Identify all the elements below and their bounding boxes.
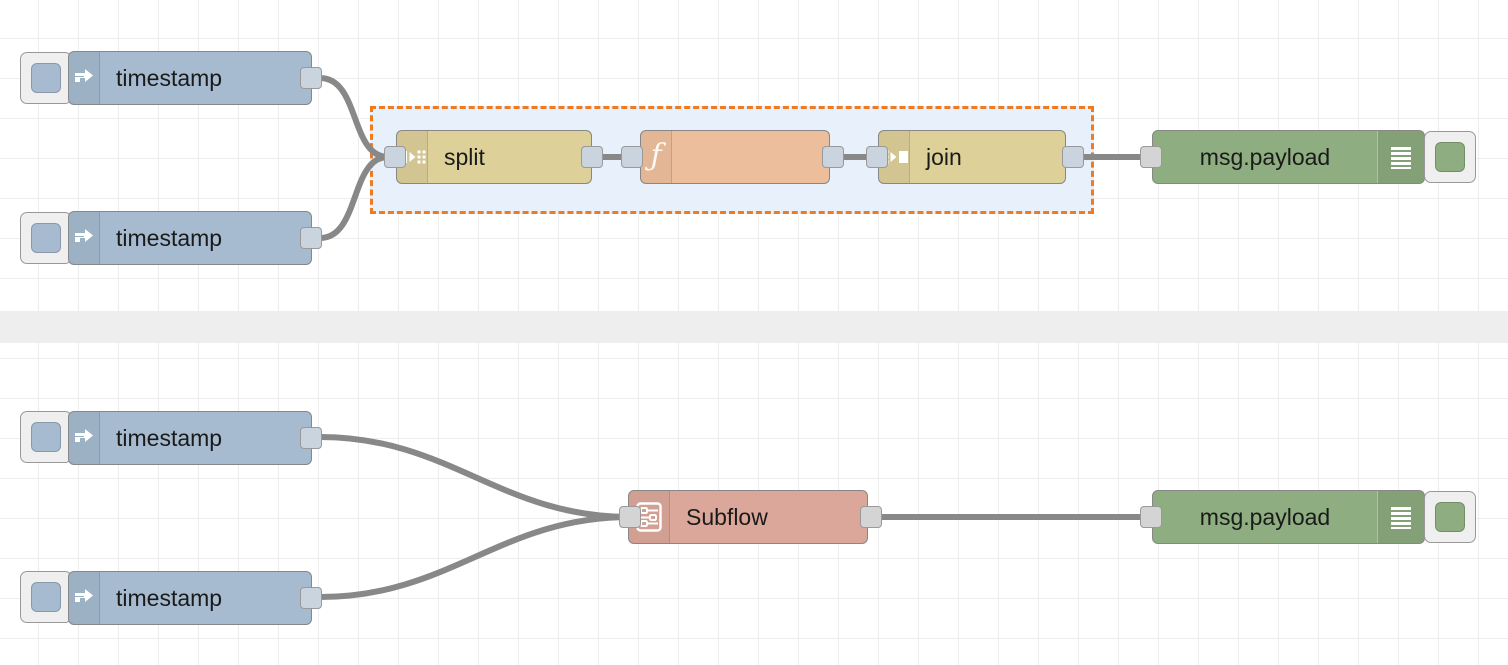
inject-trigger-button-3[interactable]: [20, 411, 72, 463]
node-inject-1[interactable]: timestamp: [68, 51, 312, 105]
port-out-inject-4[interactable]: [300, 587, 322, 609]
node-function[interactable]: ƒ: [640, 130, 830, 184]
node-subflow[interactable]: Subflow: [628, 490, 868, 544]
node-debug-1-label: msg.payload: [1199, 143, 1331, 170]
flow-separator-band: [0, 311, 1508, 343]
inject-arrow-icon: [69, 212, 100, 264]
wire-inject3-to-subflow: [317, 434, 633, 520]
port-out-join[interactable]: [1062, 146, 1084, 168]
node-debug-1[interactable]: msg.payload: [1152, 130, 1425, 184]
node-debug-2-label: msg.payload: [1199, 503, 1331, 530]
node-join[interactable]: join: [878, 130, 1066, 184]
function-f-glyph: ƒ: [650, 138, 662, 173]
inject-arrow-icon: [69, 412, 100, 464]
port-in-join[interactable]: [866, 146, 888, 168]
port-out-inject-3[interactable]: [300, 427, 322, 449]
inject-arrow-icon: [69, 572, 100, 624]
debug-toggle-button-1[interactable]: [1424, 131, 1476, 183]
port-out-inject-2[interactable]: [300, 227, 322, 249]
node-inject-3-label: timestamp: [116, 424, 223, 451]
node-inject-4[interactable]: timestamp: [68, 571, 312, 625]
inject-button-chip-icon: [31, 582, 61, 612]
port-in-debug-2[interactable]: [1140, 506, 1162, 528]
debug-lines-icon: [1377, 131, 1424, 183]
debug-toggle-button-2[interactable]: [1424, 491, 1476, 543]
port-out-function[interactable]: [822, 146, 844, 168]
debug-toggle-chip-icon: [1435, 142, 1465, 172]
port-in-debug-1[interactable]: [1140, 146, 1162, 168]
node-inject-1-label: timestamp: [116, 64, 223, 91]
wire-inject4-to-subflow: [317, 514, 633, 600]
node-split[interactable]: split: [396, 130, 592, 184]
debug-toggle-chip-icon: [1435, 502, 1465, 532]
port-in-split[interactable]: [384, 146, 406, 168]
inject-trigger-button-4[interactable]: [20, 571, 72, 623]
inject-button-chip-icon: [31, 223, 61, 253]
node-inject-2[interactable]: timestamp: [68, 211, 312, 265]
port-in-function[interactable]: [621, 146, 643, 168]
port-out-inject-1[interactable]: [300, 67, 322, 89]
inject-trigger-button-2[interactable]: [20, 212, 72, 264]
node-subflow-label: Subflow: [686, 503, 768, 530]
node-inject-3[interactable]: timestamp: [68, 411, 312, 465]
inject-button-chip-icon: [31, 63, 61, 93]
port-out-split[interactable]: [581, 146, 603, 168]
port-out-subflow[interactable]: [860, 506, 882, 528]
inject-arrow-icon: [69, 52, 100, 104]
debug-lines-icon: [1377, 491, 1424, 543]
node-inject-2-label: timestamp: [116, 224, 223, 251]
node-join-label: join: [926, 143, 962, 170]
port-in-subflow[interactable]: [619, 506, 641, 528]
node-debug-2[interactable]: msg.payload: [1152, 490, 1425, 544]
inject-button-chip-icon: [31, 422, 61, 452]
inject-trigger-button-1[interactable]: [20, 52, 72, 104]
node-split-label: split: [444, 143, 485, 170]
function-f-icon: ƒ: [641, 131, 672, 183]
node-function-label: [672, 131, 829, 183]
node-inject-4-label: timestamp: [116, 584, 223, 611]
